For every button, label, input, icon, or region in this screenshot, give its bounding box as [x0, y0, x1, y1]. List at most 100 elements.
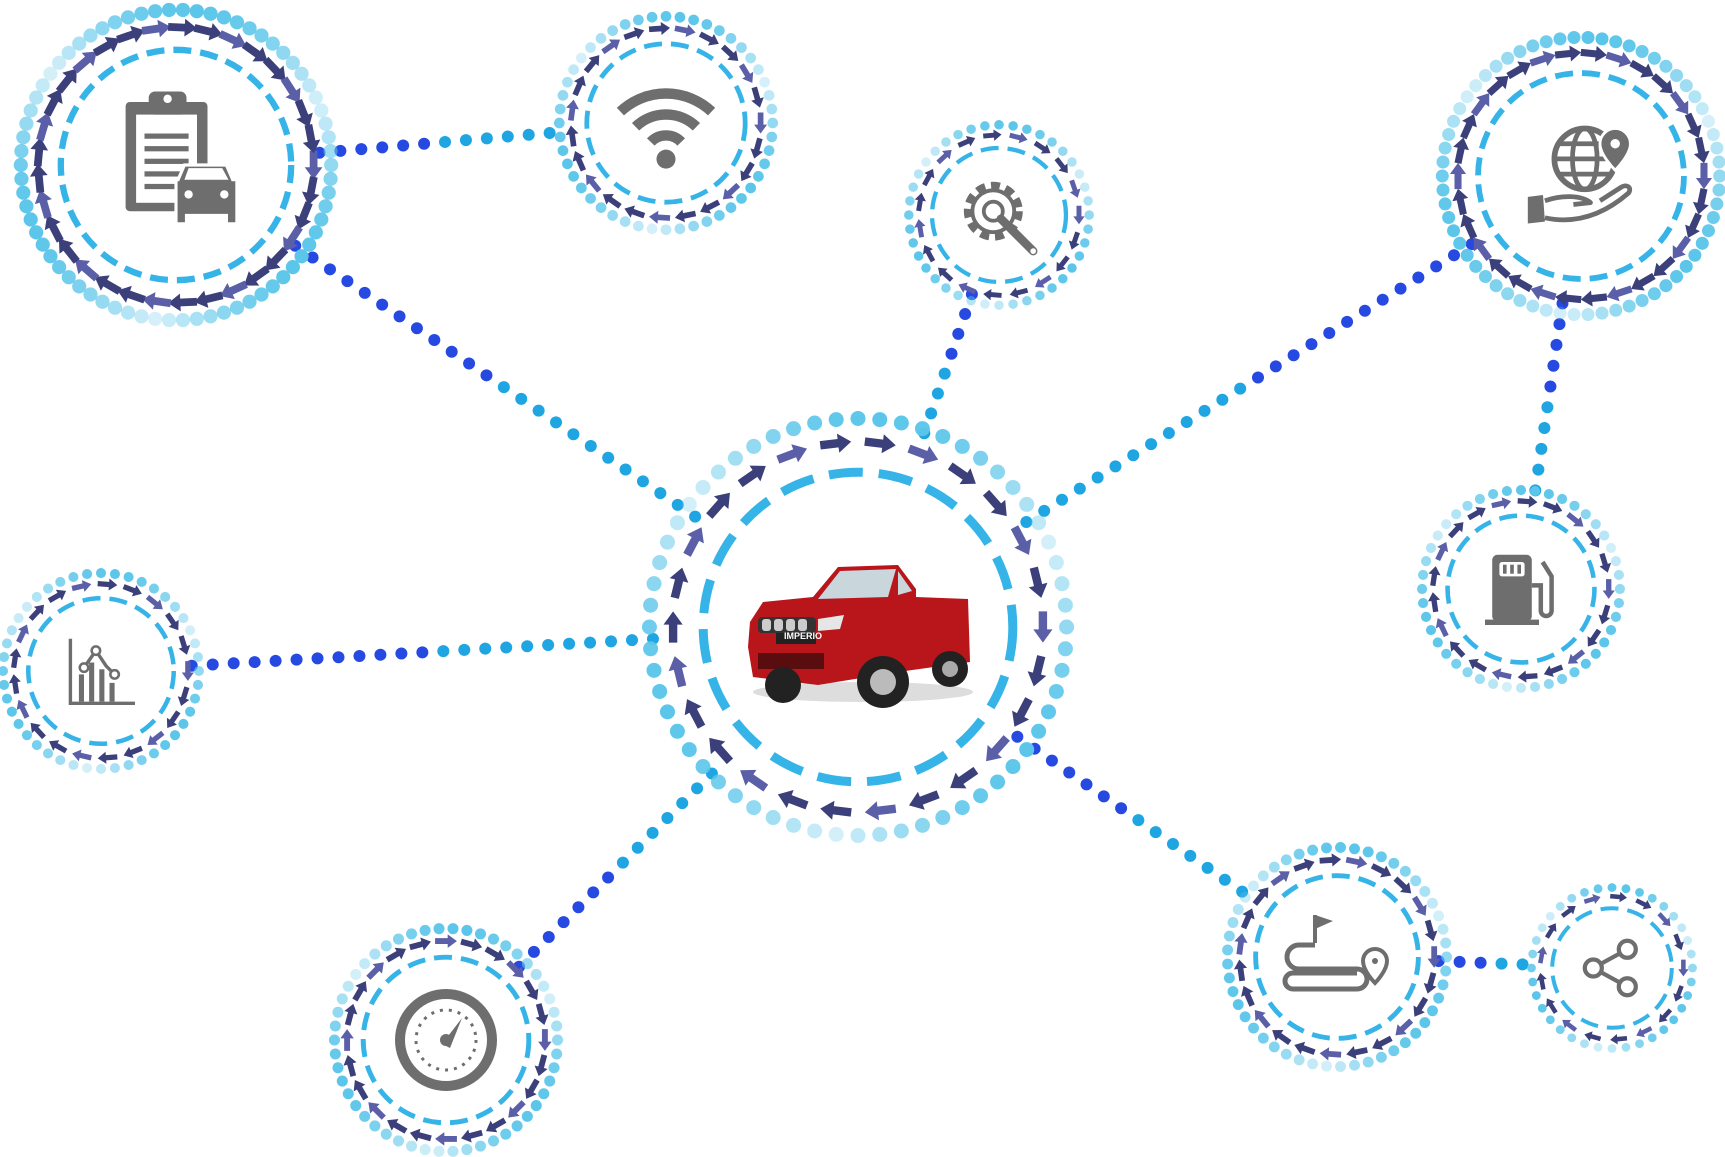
ring-arrow	[304, 150, 323, 180]
ring-arrow	[674, 24, 696, 38]
ring-dot	[745, 182, 757, 194]
globe-hand-location-icon	[1527, 125, 1633, 224]
ring-dot	[1433, 910, 1445, 922]
node-chart	[0, 567, 205, 775]
ring-dot	[1420, 611, 1432, 622]
ring-dot	[1580, 509, 1591, 520]
ring-arrow	[1635, 898, 1652, 910]
ring-dot	[109, 762, 120, 774]
connector-dot	[676, 797, 689, 810]
ring-dot	[767, 117, 779, 129]
ring-dot	[23, 212, 38, 227]
ring-dot	[1420, 556, 1432, 567]
connector-dot	[341, 275, 354, 288]
ring-dot	[551, 1020, 563, 1032]
ring-dot	[710, 774, 726, 790]
ring-arrow	[709, 737, 734, 765]
ring-arrow	[47, 589, 67, 603]
ring-dot	[107, 300, 123, 315]
ring-arrow	[1491, 497, 1512, 510]
connector-dot	[1216, 393, 1229, 406]
ring-arrow	[1678, 959, 1689, 977]
ring-arrow	[777, 790, 809, 810]
connector-dot	[1550, 338, 1563, 351]
ring-dot	[148, 311, 163, 326]
ring-dot	[52, 55, 67, 70]
ring-dot	[35, 237, 50, 252]
ring-dot	[178, 718, 189, 730]
ring-arrow	[1651, 73, 1674, 94]
ring-dot	[935, 428, 951, 444]
ring-dot	[332, 1062, 344, 1074]
ring-dot	[1613, 569, 1625, 580]
ring-arrow	[1270, 871, 1290, 887]
ring-dot	[1453, 236, 1467, 250]
ring-arrow	[262, 56, 286, 81]
connector-dot	[521, 640, 534, 653]
ring-arrow	[1028, 566, 1048, 598]
connector-dot	[306, 251, 319, 264]
ring-arrow	[484, 946, 505, 962]
connector-dot	[1236, 885, 1249, 898]
ring-arrow	[1423, 972, 1437, 994]
connector-dot	[572, 901, 585, 914]
ring-arrow	[1585, 529, 1600, 548]
ring-dot	[328, 1034, 340, 1046]
ring-dot	[659, 534, 675, 550]
ring-dot	[13, 157, 28, 173]
ring-dot	[359, 1110, 371, 1122]
ring-dot	[321, 185, 336, 200]
ring-dot	[753, 171, 764, 182]
connector-gear-center	[918, 288, 978, 440]
ring-dot	[759, 158, 770, 170]
ring-dot	[1595, 32, 1609, 46]
ring-dot	[14, 143, 29, 159]
ring-dot	[538, 1088, 550, 1100]
ring-dot	[1057, 597, 1073, 613]
connector-dot	[671, 498, 684, 511]
ring-arrow	[649, 210, 671, 224]
ring-dot	[1567, 308, 1581, 322]
ring-dot	[595, 32, 607, 44]
connector-dot	[418, 137, 431, 150]
ring-arrow	[181, 661, 194, 681]
connector-dot	[463, 357, 476, 370]
ring-dot	[1527, 963, 1536, 973]
ring-dash	[1253, 873, 1421, 1041]
connector-dot	[952, 327, 965, 340]
ring-arrow	[1580, 290, 1608, 307]
ring-arrow	[1012, 697, 1033, 727]
connector-gauge-center	[513, 767, 718, 973]
ring-dot	[763, 90, 775, 101]
ring-dot	[1022, 296, 1032, 306]
ring-dot	[1515, 484, 1527, 496]
ring-dot	[1005, 759, 1021, 775]
ring-dot	[1436, 183, 1450, 197]
ring-dot	[954, 438, 970, 454]
ring-dot	[1553, 306, 1567, 320]
ring-dot	[714, 210, 725, 221]
ring-dot	[568, 171, 579, 182]
ring-dot	[1080, 238, 1090, 248]
ring-dot	[521, 958, 533, 970]
ring-dot	[1474, 673, 1485, 685]
connector-dot	[353, 649, 366, 662]
ring-dot	[265, 279, 280, 294]
ring-dot	[544, 1075, 556, 1087]
ring-arrow	[1560, 905, 1576, 918]
connector-dot	[248, 656, 261, 669]
ring-arrow	[1491, 668, 1512, 681]
connector-dot	[1234, 382, 1247, 395]
ring-dot	[329, 1048, 341, 1060]
ring-arrow	[166, 710, 181, 729]
ring-dot	[95, 21, 110, 36]
ring-dot	[1679, 259, 1693, 273]
ring-dot	[562, 158, 573, 170]
ring-dot	[954, 800, 970, 816]
ring-dot	[359, 958, 371, 970]
ring-arrow	[1449, 641, 1466, 658]
ring-dot	[575, 182, 587, 194]
ring-arrow	[385, 947, 407, 963]
ring-dot	[914, 421, 930, 437]
